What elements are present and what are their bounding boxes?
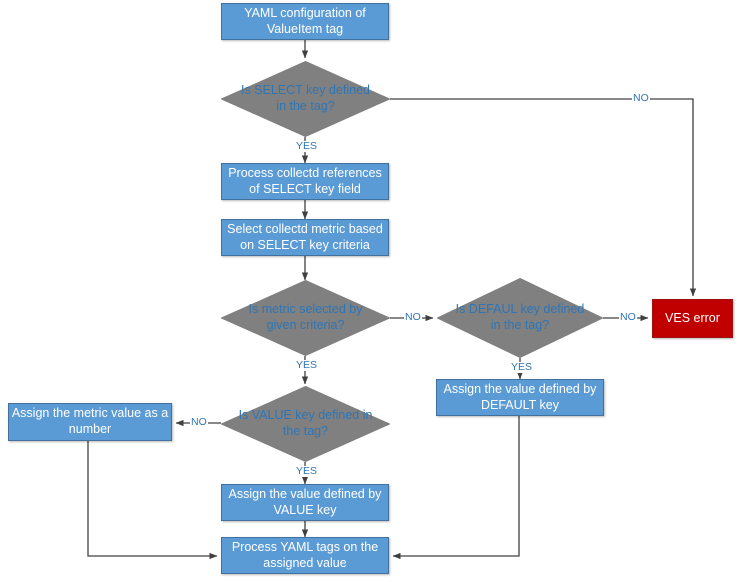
- node-assign-value[interactable]: Assign the value defined by VALUE key: [221, 484, 389, 521]
- node-process-collectd[interactable]: Process collectd references of SELECT ke…: [221, 163, 389, 200]
- node-process-collectd-label: Process collectd references of SELECT ke…: [228, 165, 382, 196]
- node-assign-value-label: Assign the value defined by VALUE key: [228, 486, 382, 517]
- node-is-metric-selected[interactable]: Is metric selected by given criteria?: [221, 280, 390, 356]
- node-ves-error[interactable]: VES error: [652, 299, 733, 338]
- node-is-select-key-label: Is SELECT key defined in the tag?: [240, 83, 370, 113]
- edge-default-to-yaml: [392, 416, 520, 560]
- node-yaml-config[interactable]: YAML configuration of ValueItem tag: [221, 3, 389, 40]
- edge-label-metric-yes: YES: [295, 359, 319, 371]
- node-select-metric-label: Select collectd metric based on SELECT k…: [227, 221, 383, 252]
- decision-shape: [221, 61, 390, 137]
- edge-label-value-no: NO: [190, 416, 208, 428]
- node-assign-metric-number[interactable]: Assign the metric value as a number: [8, 403, 172, 441]
- edge-label-metric-no: NO: [404, 311, 422, 323]
- node-is-value-key-label: Is VALUE key defined in the tag?: [238, 408, 373, 438]
- node-is-select-key[interactable]: Is SELECT key defined in the tag?: [221, 61, 390, 137]
- decision-shape: [437, 278, 603, 358]
- node-assign-default-label: Assign the value defined by DEFAULT key: [443, 381, 597, 412]
- node-is-defaul-key-label: Is DEFAUL key defined in the tag?: [455, 302, 585, 332]
- node-yaml-config-label: YAML configuration of ValueItem tag: [244, 5, 366, 36]
- node-is-defaul-key[interactable]: Is DEFAUL key defined in the tag?: [437, 278, 603, 358]
- node-assign-metric-number-label: Assign the metric value as a number: [11, 406, 169, 436]
- decision-shape: [221, 280, 390, 356]
- node-is-value-key[interactable]: Is VALUE key defined in the tag?: [221, 386, 390, 462]
- node-is-metric-selected-label: Is metric selected by given criteria?: [248, 302, 363, 332]
- edge-label-defaul-no: NO: [619, 311, 637, 323]
- edge-metricnum-to-yaml: [87, 441, 218, 560]
- node-process-yaml-tags-label: Process YAML tags on the assigned value: [231, 539, 379, 570]
- edge-label-select-no: NO: [632, 92, 650, 104]
- decision-shape: [221, 386, 390, 462]
- node-assign-default[interactable]: Assign the value defined by DEFAULT key: [436, 379, 604, 416]
- node-process-yaml-tags[interactable]: Process YAML tags on the assigned value: [221, 537, 389, 574]
- edge-label-value-yes: YES: [295, 465, 319, 477]
- edge-select-no: [390, 98, 697, 297]
- edge-label-defaul-yes: YES: [510, 361, 534, 373]
- node-ves-error-label: VES error: [665, 310, 720, 325]
- edge-label-select-yes: YES: [295, 140, 319, 152]
- node-select-metric[interactable]: Select collectd metric based on SELECT k…: [221, 219, 389, 256]
